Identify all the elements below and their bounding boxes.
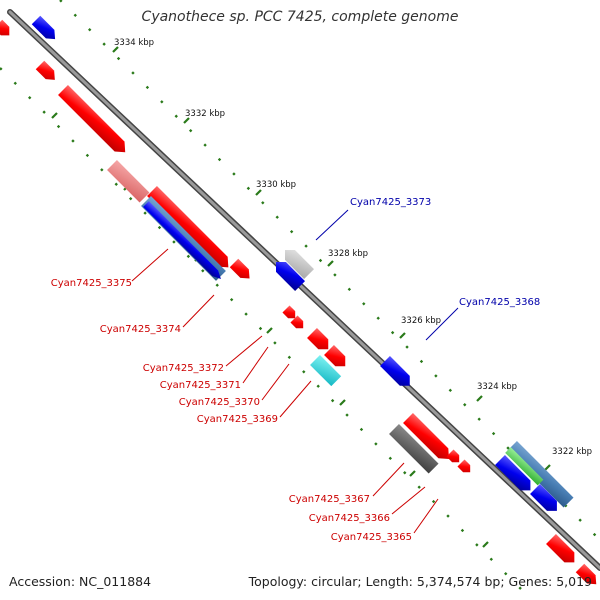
- tick-3330: [255, 189, 262, 196]
- feature-red-3370b: [324, 345, 346, 367]
- leader-3374: [182, 294, 215, 328]
- feature-green-right: [505, 447, 544, 486]
- feature-red-3371: [290, 315, 304, 329]
- feature-red-long: [58, 85, 126, 153]
- gene-label-3366: Cyan7425_3366: [309, 513, 390, 524]
- label-leader-lines: [131, 209, 459, 534]
- gene-label-3369: Cyan7425_3369: [197, 414, 278, 425]
- feature-red-3374: [229, 258, 250, 279]
- tick-label-3328: 3328 kbp: [328, 249, 368, 259]
- feature-red-3366: [446, 449, 460, 463]
- tick-3328: [327, 260, 334, 267]
- feature-red-topleft-edge: [0, 19, 10, 36]
- feature-blue-right-a: [495, 455, 531, 491]
- feature-red-3365: [457, 459, 471, 473]
- gene-label-3368: Cyan7425_3368: [459, 297, 540, 308]
- gene-label-3374: Cyan7425_3374: [100, 324, 181, 335]
- feature-pink: [107, 160, 150, 203]
- feature-grey-3373: [285, 250, 314, 279]
- tick-3332: [183, 117, 190, 124]
- leader-3373: [315, 209, 349, 241]
- feature-steel-blue-right: [507, 441, 574, 508]
- feature-red-3367: [403, 413, 450, 460]
- feature-red-small-left: [35, 60, 55, 80]
- feature-red-mid: [147, 186, 229, 268]
- gene-label-3372: Cyan7425_3372: [143, 363, 224, 374]
- feature-red-bottom-b: [575, 563, 597, 585]
- feature-blue-top: [31, 15, 56, 40]
- gene-label-3373: Cyan7425_3373: [350, 197, 431, 208]
- gene-label-3367: Cyan7425_3367: [289, 494, 370, 505]
- feature-red-3370a: [307, 328, 329, 350]
- tick-3334: [112, 46, 119, 53]
- leader-3365: [413, 498, 439, 534]
- leader-3375: [131, 248, 169, 282]
- gene-label-3365: Cyan7425_3365: [331, 532, 412, 543]
- feature-red-bottom-a: [546, 534, 575, 563]
- accession-text: Accession: NC_011884: [9, 574, 152, 589]
- tick-3326: [399, 332, 406, 339]
- feature-blue-right-b: [530, 484, 557, 511]
- tick-inner-7: [482, 541, 489, 548]
- leader-3369: [279, 380, 312, 418]
- leader-3366: [391, 486, 426, 515]
- feature-blue-3373: [276, 262, 305, 291]
- tick-inner-1: [51, 112, 58, 119]
- guide-dots-inner: [0, 67, 533, 600]
- tick-label-3334: 3334 kbp: [114, 38, 154, 48]
- tick-label-3324: 3324 kbp: [477, 382, 517, 392]
- tick-label-3330: 3330 kbp: [256, 180, 296, 190]
- gene-label-3375: Cyan7425_3375: [51, 278, 132, 289]
- tick-inner-4: [266, 327, 273, 334]
- topology-text: Topology: circular; Length: 5,374,574 bp…: [248, 574, 592, 589]
- gene-label-3370: Cyan7425_3370: [179, 397, 260, 408]
- leader-3372: [225, 335, 263, 367]
- leader-3371: [242, 346, 269, 384]
- map-title: Cyanothece sp. PCC 7425, complete genome: [141, 9, 459, 25]
- feature-cyan-3369: [310, 355, 342, 387]
- feature-blue-3375: [143, 201, 221, 279]
- feature-blue-3368: [380, 356, 410, 386]
- tick-3324: [476, 395, 483, 402]
- leader-3370: [261, 363, 290, 401]
- feature-dark-grey-3367: [389, 424, 439, 474]
- tick-label-3326: 3326 kbp: [401, 316, 441, 326]
- genome-backbone: [7, 9, 600, 571]
- tick-label-3322: 3322 kbp: [552, 447, 592, 457]
- tick-label-3332: 3332 kbp: [185, 109, 225, 119]
- feature-red-3372: [282, 305, 296, 319]
- tick-inner-6: [409, 470, 416, 477]
- gene-labels: Cyan7425_3375 Cyan7425_3374 Cyan7425_337…: [51, 197, 541, 543]
- leader-3367: [372, 462, 405, 497]
- gene-label-3371: Cyan7425_3371: [160, 380, 241, 391]
- tick-3322: [544, 464, 551, 471]
- tick-inner-5: [339, 399, 346, 406]
- kbp-tick-labels: 3334 kbp 3332 kbp 3330 kbp 3328 kbp 3326…: [114, 38, 592, 457]
- backbone-highlight: [8, 10, 600, 570]
- gene-features: [0, 15, 597, 585]
- leader-3368: [425, 307, 459, 341]
